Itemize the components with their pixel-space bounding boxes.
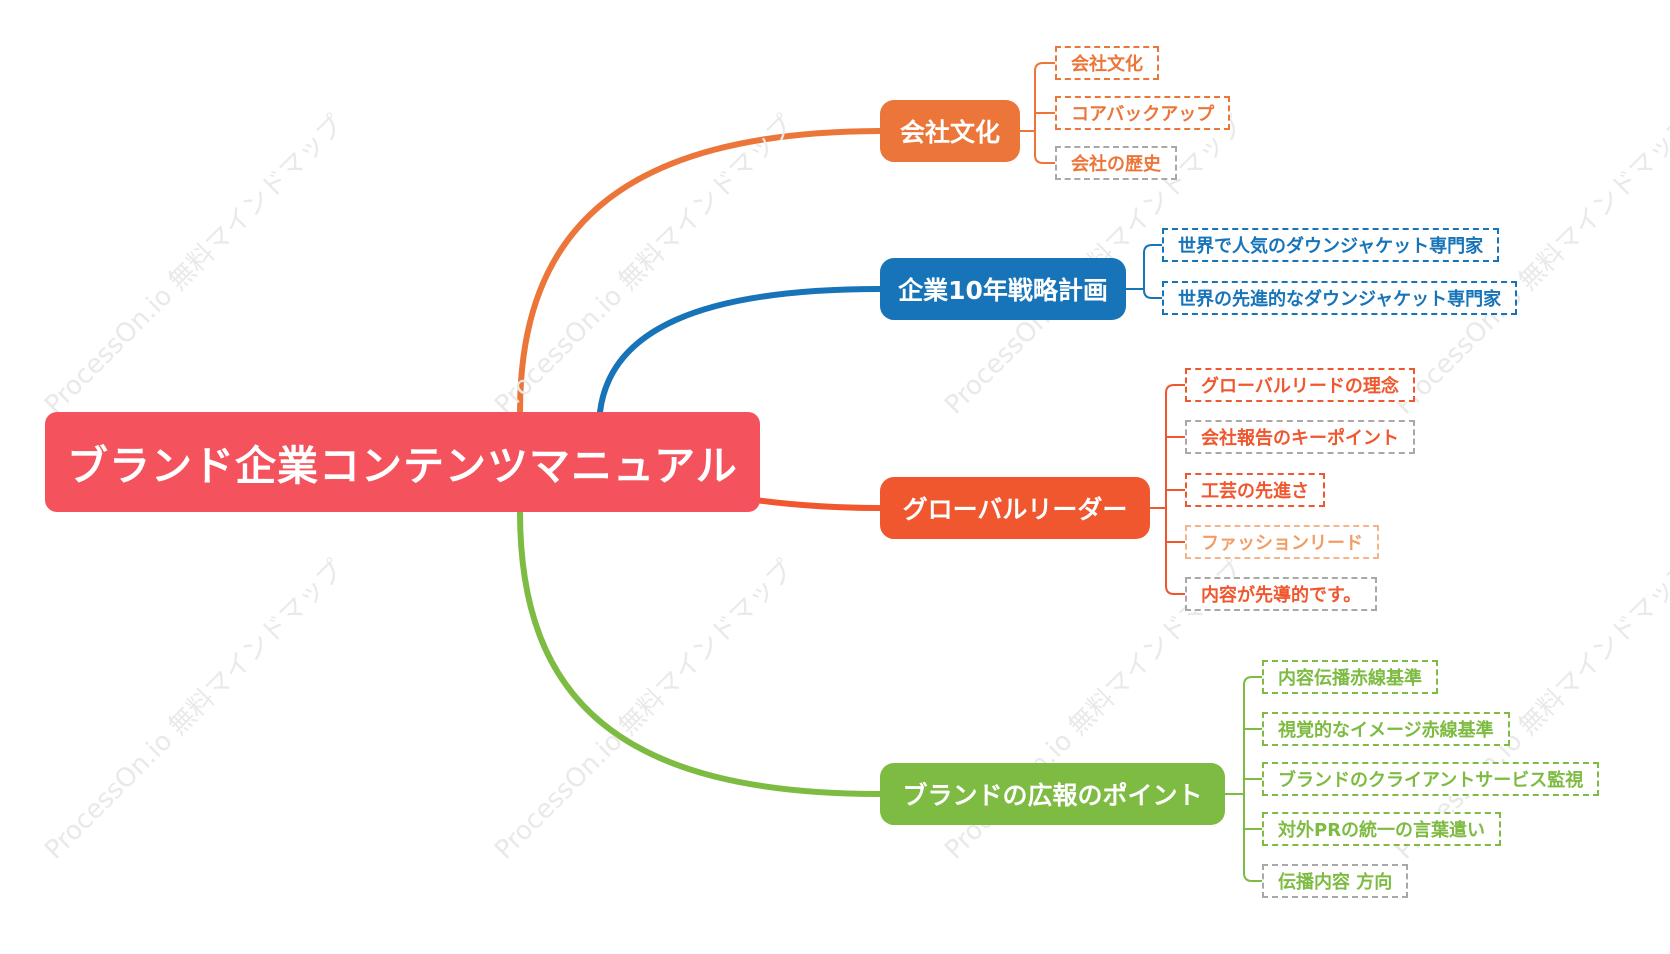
leaf-report-key-points[interactable]: 会社報告のキーポイント xyxy=(1185,420,1415,454)
connector-leaf-3-1 xyxy=(1165,384,1186,394)
connector-leaf-3-5 xyxy=(1165,585,1186,595)
leaf-core-backup[interactable]: コアバックアップ xyxy=(1055,96,1231,130)
leaf-pr-unified-wording[interactable]: 対外PRの統一の言葉遣い xyxy=(1262,812,1502,846)
leaf-craft-advancement[interactable]: 工芸の先進さ xyxy=(1185,473,1325,507)
leaf-fashion-lead[interactable]: ファッションリード xyxy=(1185,525,1379,559)
connector-leaf-1-3 xyxy=(1034,154,1056,164)
connector-root-branch-2 xyxy=(597,286,883,415)
connector-leaf-2-2 xyxy=(1143,289,1163,299)
leaf-popular-down-expert[interactable]: 世界で人気のダウンジャケット専門家 xyxy=(1162,228,1500,262)
leaf-company-history[interactable]: 会社の歴史 xyxy=(1055,146,1177,180)
connector-leaf-4-1 xyxy=(1243,676,1263,686)
leaf-visual-image-standard[interactable]: 視覚的なイメージ赤線基準 xyxy=(1262,712,1510,746)
branch-10-year-strategy[interactable]: 企業10年戦略計画 xyxy=(880,258,1126,320)
leaf-client-service-monitor[interactable]: ブランドのクライアントサービス監視 xyxy=(1262,762,1600,796)
branch-brand-pr-points[interactable]: ブランドの広報のポイント xyxy=(880,763,1225,825)
connector-leaf-1-1 xyxy=(1034,62,1056,72)
connector-root-branch-3 xyxy=(752,497,883,511)
connector-root-branch-4 xyxy=(517,509,883,797)
leaf-company-culture[interactable]: 会社文化 xyxy=(1055,46,1159,80)
branch-company-culture[interactable]: 会社文化 xyxy=(880,100,1020,162)
connector-root-branch-1 xyxy=(517,128,883,415)
connector-leaf-4-5 xyxy=(1243,872,1263,882)
branch-global-leader[interactable]: グローバルリーダー xyxy=(880,477,1150,539)
leaf-spread-direction[interactable]: 伝播内容 方向 xyxy=(1262,864,1409,898)
leaf-content-leading[interactable]: 内容が先導的です。 xyxy=(1185,577,1378,611)
leaf-advanced-down-expert[interactable]: 世界の先進的なダウンジャケット専門家 xyxy=(1162,281,1518,315)
leaf-global-lead-philosophy[interactable]: グローバルリードの理念 xyxy=(1185,368,1415,402)
connector-leaf-2-1 xyxy=(1143,244,1163,254)
root-topic[interactable]: ブランド企業コンテンツマニュアル xyxy=(45,412,760,512)
leaf-content-spread-standard[interactable]: 内容伝播赤線基準 xyxy=(1262,660,1438,694)
